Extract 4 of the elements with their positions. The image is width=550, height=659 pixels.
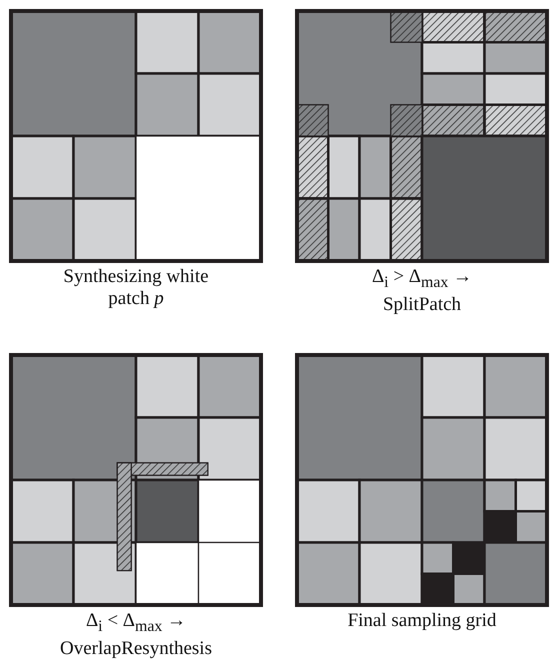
caption: Δ$_{i}$ < Δ$_{max}$ → OverlapResynthesis: [59, 610, 213, 659]
caption: Final sampling grid: [346, 610, 498, 632]
caption: Synthesizing white patch p: [62, 266, 210, 310]
caption: Δ$_{i}$ > Δ$_{max}$ → SplitPatch: [370, 266, 474, 316]
